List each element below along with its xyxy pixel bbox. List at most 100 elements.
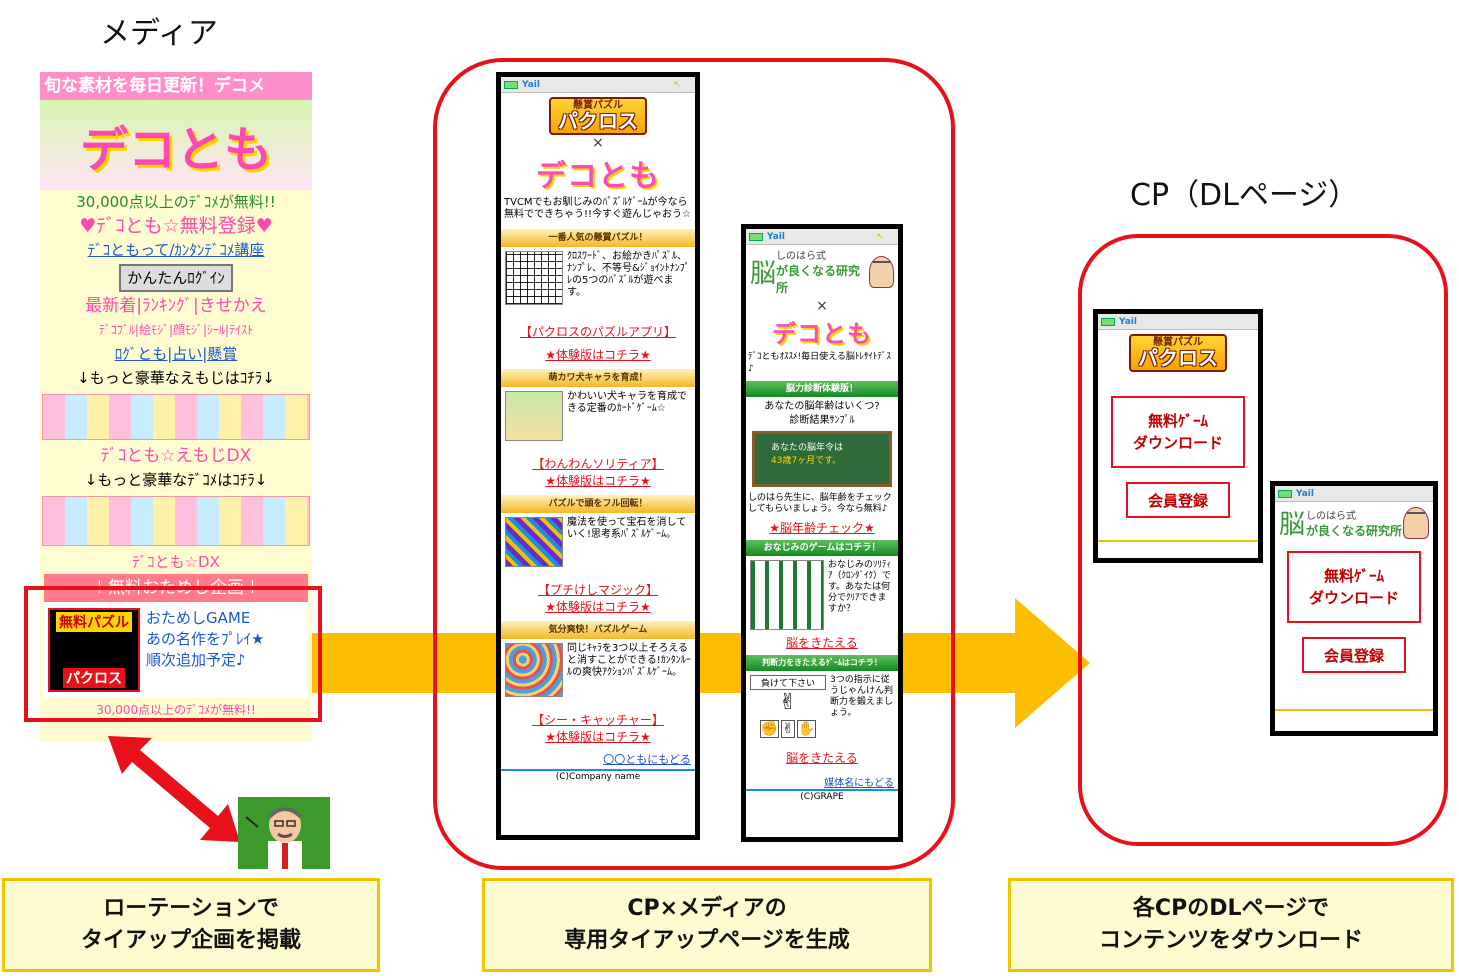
sea-catcher-link[interactable]: 【シー・キャッチャー】 xyxy=(532,713,664,727)
media-nav-row-1[interactable]: 最新着|ﾗﾝｷﾝｸﾞ|きせかえ xyxy=(85,296,267,316)
dog-card-thumbnail xyxy=(505,391,563,441)
caption-left: ローテーションでタイアップ企画を掲載 xyxy=(2,878,380,972)
solitaire-thumbnail xyxy=(750,560,824,630)
copyright: (C)Company name xyxy=(501,769,695,783)
media-ticker: 旬な素材を毎日更新！デコメ xyxy=(40,72,312,100)
gem-puzzle-thumbnail xyxy=(505,517,563,567)
tieup-phone-brain: Yail↖ 脳 しのはら式が良くなる研究所 × デコとも ﾃﾞｺともｵｽｽﾒ!毎… xyxy=(741,224,903,842)
member-register-button[interactable]: 会員登録 xyxy=(1302,637,1406,673)
section-header: 萌カワ犬キャラを育成！ xyxy=(501,369,695,387)
trial-link[interactable]: ★体験版はコチラ★ xyxy=(545,348,651,362)
media-heading: メディア xyxy=(100,16,218,51)
media-more-emoji: ↓もっと豪華なえもじはｺﾁﾗ↓ xyxy=(77,369,275,387)
section-text: 3つの指示に従うじゃんけん判断力を鍛えましょう。 xyxy=(830,675,894,718)
section-text: かわいい犬キャラを育成できる定番のｶｰﾄﾞｹﾞｰﾑ☆ xyxy=(567,391,687,414)
section-text: 魔法を使って宝石を消していく!思考系ﾊﾟｽﾞﾙｹﾞｰﾑ。 xyxy=(567,517,687,540)
pakuros-logo: 懸賞パズル パクロス xyxy=(1129,334,1227,372)
status-bar: Yail↖ xyxy=(746,229,898,245)
trial-link[interactable]: ★体験版はコチラ★ xyxy=(545,730,651,744)
cp-phone-pakuros: Yail 懸賞パズル パクロス 無料ｹﾞｰﾑ ダウンロード 会員登録 xyxy=(1093,309,1263,563)
board-line-1: あなたの脳年令は xyxy=(771,443,844,453)
tieup1-intro: TVCMでもお馴じみのﾊﾟｽﾞﾙｹﾞｰﾑが今なら無料でできちゃう!!今すぐ遊んじ… xyxy=(504,197,691,220)
train-brain-link[interactable]: 脳をきたえる xyxy=(786,636,858,650)
media-deco-banner[interactable] xyxy=(42,496,310,546)
double-arrow-icon xyxy=(108,736,240,842)
cross-symbol: × xyxy=(592,135,604,151)
media-register-link[interactable]: ♥ﾃﾞｺとも☆無料登録♥ xyxy=(79,215,273,237)
media-login-button[interactable]: かんたんﾛｸﾞｲﾝ xyxy=(119,264,233,292)
media-footer-line: 30,000点以上のﾃﾞｺﾒが無料!! xyxy=(96,703,256,717)
section-text: 同じｷｬﾗを3つ以上そろえると消すことができる!ｶﾝﾀﾝﾙｰﾙの爽快ｱｸｼｮﾝﾊ… xyxy=(567,643,691,678)
solitaire-link[interactable]: 【わんわんソリティア】 xyxy=(532,457,664,471)
chalkboard: あなたの脳年令は 43歳7ヶ月です。 xyxy=(752,431,892,487)
section-text: ｸﾛｽﾜｰﾄﾞ、お絵かきﾊﾟｽﾞﾙ、ﾅﾝﾌﾟﾚ、不等号&ｼﾞｮｲﾝﾄﾅﾝﾌﾟﾚの… xyxy=(567,251,690,298)
cross-symbol: × xyxy=(816,298,828,314)
media-deco-dx-link[interactable]: ﾃﾞｺとも☆DX xyxy=(132,553,220,571)
trial-link[interactable]: ★体験版はコチラ★ xyxy=(545,600,651,614)
game-banner-top: 無料パズル xyxy=(56,612,132,632)
divider xyxy=(1275,709,1433,711)
tieup-frame xyxy=(433,58,955,870)
section-header: 気分爽快！パズルゲーム xyxy=(501,621,695,639)
cp-frame xyxy=(1078,234,1448,846)
cp-phone-brain: Yail 脳 しのはら式が良くなる研究所 無料ｹﾞｰﾑ ダウンロード 会員登録 xyxy=(1270,481,1438,736)
train-brain-link[interactable]: 脳をきたえる xyxy=(786,751,858,765)
board-line-2: 43歳7ヶ月です。 xyxy=(771,456,842,466)
game-banner-bottom: パクロス xyxy=(63,668,125,688)
collab-highlight-box xyxy=(24,586,322,722)
sea-puzzle-thumbnail xyxy=(505,643,563,697)
section-header: 判断力をきたえるｹﾞｰﾑはコチラ！ xyxy=(746,655,898,671)
media-line-points: 30,000点以上のﾃﾞｺﾒが無料!! xyxy=(76,193,276,211)
section-header: 脳力診断体験版！ xyxy=(746,381,898,397)
media-emoji-banner[interactable] xyxy=(42,394,310,440)
section-header: おなじみのゲームはコチラ！ xyxy=(746,540,898,556)
pakuros-app-link[interactable]: 【パクロスのパズルアプリ】 xyxy=(519,325,676,339)
media-nav-row-3[interactable]: ﾛｸﾞとも|占い|懸賞 xyxy=(114,345,238,363)
cp-heading: CP（DLページ） xyxy=(1130,178,1359,213)
back-link[interactable]: 媒体名にもどる xyxy=(824,778,894,789)
pakuros-game-banner[interactable]: 無料パズル パクロス xyxy=(48,608,140,692)
janken-thumbnail: 負けて下さい ✌ ✊✌✋ xyxy=(750,675,826,749)
status-bar: Yail xyxy=(1275,486,1433,502)
decotomo-logo: デコとも xyxy=(536,159,660,194)
decotomo-logo: デコとも xyxy=(772,320,872,348)
media-collab-block[interactable]: 無料パズル パクロス おためしGAME あの名作をﾌﾟﾚｲ★ 順次追加予定♪ xyxy=(44,602,308,698)
teacher-icon xyxy=(238,797,330,869)
caption-right: 各CPのDLページでコンテンツをダウンロード xyxy=(1008,878,1454,972)
hand-options-icon: ✊✌✋ xyxy=(759,720,817,738)
brain-lab-logo: 脳 しのはら式が良くなる研究所 xyxy=(1275,502,1433,543)
crossword-thumbnail xyxy=(505,251,563,305)
trial-link[interactable]: ★体験版はコチラ★ xyxy=(545,474,651,488)
tieup-phone-pakuros: Yail↖ 懸賞パズル パクロス × デコとも TVCMでもお馴じみのﾊﾟｽﾞﾙ… xyxy=(496,72,700,840)
divider xyxy=(1098,540,1258,542)
collab-text-2: あの名作をﾌﾟﾚｲ★ xyxy=(146,630,265,648)
member-register-button[interactable]: 会員登録 xyxy=(1126,482,1230,518)
brain-age-link[interactable]: ★脳年齢チェック★ xyxy=(769,521,875,535)
status-bar: Yail↖ xyxy=(501,77,695,93)
free-game-download-button[interactable]: 無料ｹﾞｰﾑ ダウンロード xyxy=(1111,396,1245,468)
media-screenshot: 旬な素材を毎日更新！デコメ デコとも 30,000点以上のﾃﾞｺﾒが無料!! ♥… xyxy=(40,72,312,742)
status-bar: Yail xyxy=(1098,314,1258,330)
media-course-link[interactable]: ﾃﾞｺともって/ｶﾝﾀﾝﾃﾞｺﾒ講座 xyxy=(87,241,265,259)
pakuros-logo: 懸賞パズル パクロス xyxy=(549,97,647,135)
doctor-icon xyxy=(868,255,894,288)
brain-age-question: あなたの脳年齢はいくつ? xyxy=(764,401,880,412)
media-emoji-dx-link[interactable]: ﾃﾞｺとも☆えもじDX xyxy=(100,446,252,466)
media-nav-row-2[interactable]: ﾃﾞｺﾌﾞﾙ|絵ﾓｼﾞ|顔ﾓｼﾞ|ｼｰﾙ|ﾃｲｽﾄ xyxy=(98,323,254,337)
back-link[interactable]: 〇〇ともにもどる xyxy=(603,753,691,766)
collab-text-1[interactable]: おためしGAME xyxy=(146,609,251,627)
magic-link[interactable]: 【プチけしマジック】 xyxy=(537,583,658,597)
media-logo: デコとも xyxy=(40,100,312,190)
doctor-icon xyxy=(1403,506,1429,539)
section-header: パズルで頭をフル回転！ xyxy=(501,495,695,513)
brain-lab-logo: 脳 しのはら式が良くなる研究所 xyxy=(746,245,898,298)
copyright: (C)GRAPE xyxy=(746,789,898,803)
free-game-download-button[interactable]: 無料ｹﾞｰﾑ ダウンロード xyxy=(1287,551,1421,623)
section-text: おなじみのｿﾘﾃｨｱ（ｸﾛﾝﾀﾞｲｸ）です。あなたは何分でｸﾘｱできますか？ xyxy=(828,560,892,614)
result-sample-label: 診断結果ｻﾝﾌﾟﾙ xyxy=(789,415,855,426)
janken-label: 負けて下さい xyxy=(750,675,826,690)
collab-text-3: 順次追加予定♪ xyxy=(146,651,246,669)
media-more-deco: ↓もっと豪華なﾃﾞｺﾒはｺﾁﾗ↓ xyxy=(84,471,268,489)
section-text: しのはら先生に、脳年齢をチェックしてもらいましょう。今なら無料♪ xyxy=(748,493,892,514)
section-header: 一番人気の懸賞パズル！ xyxy=(501,229,695,247)
